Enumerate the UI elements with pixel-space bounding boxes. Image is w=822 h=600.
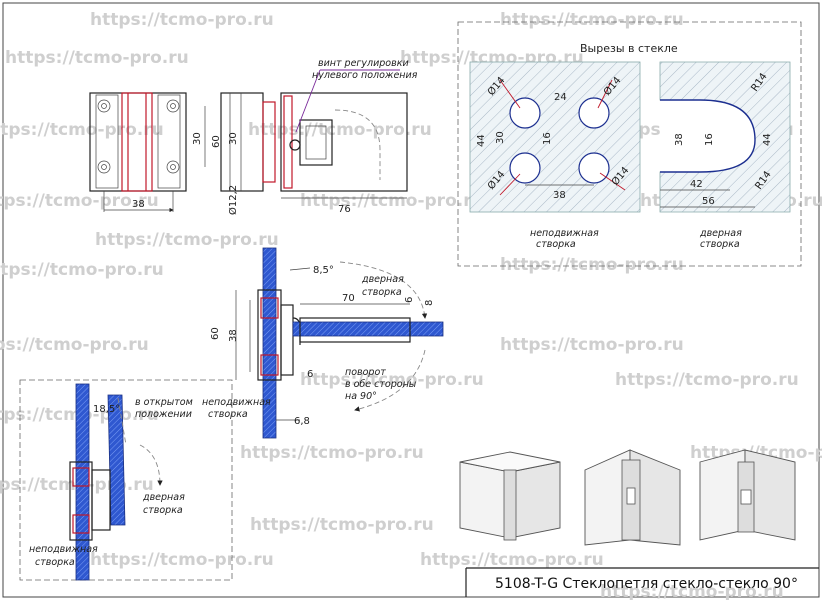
dim-30: 30 <box>228 132 239 145</box>
dim-30: 30 <box>192 132 203 145</box>
fixed-label-line1: неподвижная <box>202 397 271 408</box>
door-label-line1: дверная <box>361 274 404 285</box>
title-text: 5108-T-G Стеклопетля стекло-стекло 90° <box>495 576 798 592</box>
fixed-glass-cutout <box>469 61 641 213</box>
watermark: https://tcmo-pro.ru <box>500 255 684 275</box>
watermark: https://tcmo-pro.ru <box>250 515 434 535</box>
watermark: https://tcmo-pro.ru <box>248 120 432 140</box>
watermark: https://tcmo-pro.ru <box>300 191 484 211</box>
watermark: https://tcmo-pro.ru <box>0 260 164 280</box>
hole <box>509 152 541 184</box>
hinge-render-2 <box>584 449 681 546</box>
dim-44: 44 <box>476 134 487 147</box>
dim-8: 8 <box>424 300 435 306</box>
fixed-label-line2: створка <box>208 409 248 420</box>
door-line2: створка <box>143 505 183 516</box>
angle-18-5: 18,5° <box>93 404 120 415</box>
notch-outline <box>660 99 756 173</box>
dim-8-5deg: 8,5° <box>313 265 334 276</box>
watermark: https://tcmo-pro.ru <box>300 370 484 390</box>
dim-70: 70 <box>342 293 355 304</box>
front-view: 38 30 <box>89 92 206 213</box>
dim-38: 38 <box>132 199 145 210</box>
watermark: https://tcmo-pro.ru <box>5 48 189 68</box>
fixed-label-line2: створка <box>536 239 576 250</box>
cutouts-title: Вырезы в стекле <box>580 42 678 55</box>
watermark: https://tcmo-pro.ru <box>90 10 274 30</box>
fixed-label-line1: неподвижная <box>530 228 599 239</box>
hole <box>578 97 610 129</box>
watermark: https://tcmo-pro.ru <box>500 335 684 355</box>
hinge-render-1 <box>459 451 561 541</box>
hinge-render-3 <box>699 449 796 541</box>
door-line1: дверная <box>142 492 185 503</box>
watermark: https://tcmo-pro.ru <box>95 230 279 250</box>
door-glass-section <box>292 321 444 337</box>
dim-60: 60 <box>211 135 222 148</box>
dim-16: 16 <box>704 133 715 146</box>
rotation-line3: на 90° <box>345 391 377 402</box>
dim-24: 24 <box>554 92 567 103</box>
adjust-screw-callout: винт регулировки нулевого положения <box>295 58 418 133</box>
dim-38: 38 <box>553 190 566 201</box>
top-view: 76 <box>280 92 408 215</box>
watermark: https://tcmo-pro.ru <box>0 335 149 355</box>
hole <box>578 152 610 184</box>
dim-42: 42 <box>690 179 703 190</box>
title-block: 5108-T-G Стеклопетля стекло-стекло 90° <box>465 567 819 597</box>
open-position-panel: 18,5° в открытом положении дверная створ… <box>19 379 233 581</box>
watermark: https://tcmo-pro.ru <box>600 582 784 600</box>
dim-30: 30 <box>495 131 506 144</box>
dim-12-2: Ø12,2 <box>227 185 239 215</box>
fixed-line1: неподвижная <box>29 544 98 555</box>
section-view: 60 38 70 8,5° 6 8 6 6,8 дверная створка … <box>202 247 444 439</box>
open-line1: в открытом <box>135 397 193 408</box>
callout-line2: нулевого положения <box>312 70 418 81</box>
dim-6: 6 <box>307 369 313 380</box>
watermark: https://tcmo-pro.ru <box>0 191 159 211</box>
door-label-line1: дверная <box>699 228 742 239</box>
watermark: https://tcmo-pro.ru <box>500 10 684 30</box>
watermark: https://tcmo-pro.ru <box>240 443 424 463</box>
dim-16: 16 <box>542 132 553 145</box>
open-line2: положении <box>135 409 192 420</box>
callout-line1: винт регулировки <box>318 58 409 69</box>
watermark-layer: https://tcmo-pro.ru https://tcmo-pro.ru … <box>0 10 822 600</box>
watermark: https://tcmo-pro.ru <box>90 550 274 570</box>
door-label-line2: створка <box>700 239 740 250</box>
watermark: https://tcmo-pro.ru <box>420 550 604 570</box>
hole <box>509 97 541 129</box>
dim-38: 38 <box>228 329 239 342</box>
side-view: 60 30 Ø12,2 <box>211 92 276 215</box>
rotation-line2: в обе стороны <box>345 379 417 390</box>
dim-76: 76 <box>338 204 351 215</box>
dim-44: 44 <box>762 133 773 146</box>
dim-60: 60 <box>210 327 221 340</box>
door-label-line2: створка <box>362 287 402 298</box>
dim-56: 56 <box>702 196 715 207</box>
dim-6-8: 6,8 <box>294 416 310 427</box>
fixed-line2: створка <box>35 557 75 568</box>
watermark: https://tcmo-pro.ru <box>615 370 799 390</box>
fixed-glass-section <box>262 247 277 439</box>
dim-38: 38 <box>674 133 685 146</box>
watermark: https://tcmo-pro.ru <box>0 120 164 140</box>
dim-6: 6 <box>404 297 415 303</box>
cutouts-panel: Вырезы в стекле Ø14 Ø14 Ø14 Ø14 24 30 16… <box>457 21 802 267</box>
rotation-line1: поворот <box>345 367 386 378</box>
